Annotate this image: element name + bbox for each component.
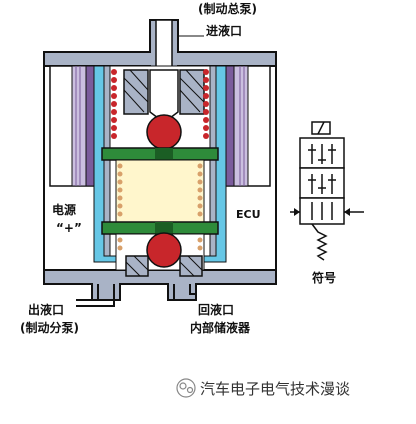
coil-left [49,65,95,187]
label-symbol: 符号 [312,270,336,285]
label-power-sign: “+” [56,221,82,235]
outlet-tube [76,284,115,307]
label-wheel-cylinder: (制动分泵) [20,320,79,335]
watermark-text: 汽车电子电气技术漫谈 [200,380,350,398]
label-master-cylinder: (制动总泵) [198,1,257,16]
lower-valve-seat [101,221,219,235]
watermark: 汽车电子电气技术漫谈 [176,378,350,398]
return-tube [173,284,196,301]
upper-plunger [149,69,179,119]
bottom-plate [43,269,277,301]
label-ecu: ECU [236,208,261,221]
label-inlet-port: 进液口 [206,23,242,38]
label-reservoir: 内部储液器 [190,320,251,335]
upper-spring-right [203,69,209,139]
upper-spring-left [111,69,117,139]
watermark-logo-icon [176,378,196,398]
upper-valve-seat [101,147,219,161]
coil-right [225,65,271,187]
middle-armature [115,159,205,223]
guide-tubes [93,65,227,263]
lower-valve-ball [146,232,182,268]
valve-symbol [290,121,364,261]
upper-valve-ball [146,114,182,150]
label-power: 电源 [52,202,76,217]
label-return-port: 回液口 [198,302,234,317]
inlet-tube [155,19,173,71]
label-outlet-port: 出液口 [28,302,64,317]
